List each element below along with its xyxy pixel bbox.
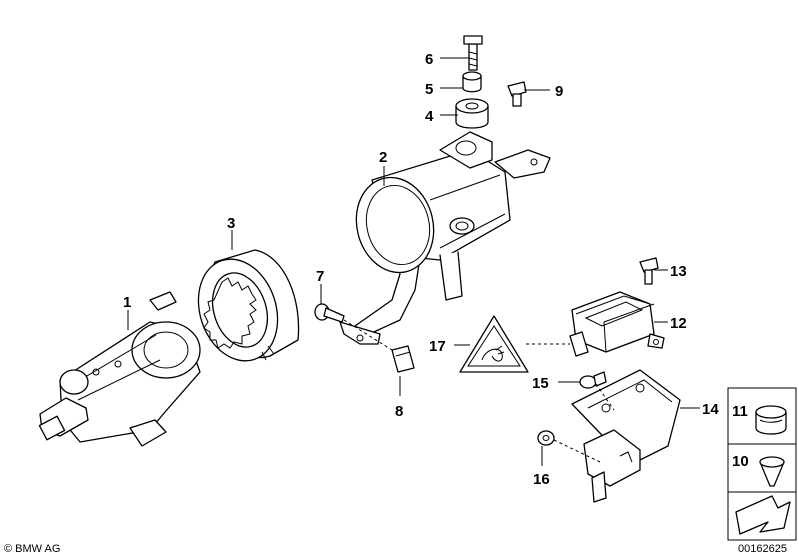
callout-15: 15 [532,375,549,392]
part-5-spacer-sleeve[interactable] [462,71,482,93]
part-8-clip-nut[interactable] [391,345,415,373]
copyright-text: © BMW AG [4,543,60,555]
callout-7: 7 [316,268,324,285]
part-15-screw[interactable] [579,371,607,389]
callout-4: 4 [425,108,434,125]
part-9-screw[interactable] [507,81,527,107]
part-16-nut[interactable] [537,430,555,446]
callout-14: 14 [702,401,719,418]
callout-1: 1 [123,294,131,311]
part-4-grommet[interactable] [455,98,489,129]
part-2-bracket-housing[interactable] [339,131,551,345]
callout-6: 6 [425,51,433,68]
arrow-icon [735,495,791,535]
part-12-sensor[interactable] [569,291,665,357]
diagram-number: 00162625 [738,543,787,555]
part-1-electric-motor[interactable] [38,291,201,447]
callout-5: 5 [425,81,433,98]
side-box-part-11[interactable]: 11 [727,387,797,445]
callout-16: 16 [533,471,550,488]
callout-10: 10 [732,453,749,470]
side-box-arrow [727,491,797,541]
callout-17: 17 [429,338,446,355]
callout-3: 3 [227,215,235,232]
part-13-bolt[interactable] [639,257,659,285]
callout-13: 13 [670,263,687,280]
callout-2: 2 [379,149,387,166]
part-6-bolt[interactable] [463,35,483,71]
part-7-screw[interactable] [314,303,345,323]
callout-9: 9 [555,83,563,100]
part-17-warning-label[interactable] [459,315,529,373]
callout-11: 11 [732,403,748,420]
leader-lines [127,57,700,466]
part-14-mounting-bracket[interactable] [571,369,681,503]
assembly-lines [343,319,615,463]
part-3-ring-gear[interactable] [186,249,300,371]
callout-12: 12 [670,315,687,332]
footer: © BMW AG 00162625 [4,543,787,555]
side-box-part-10[interactable]: 10 [727,443,797,493]
callout-labels: 1 2 3 4 5 6 7 8 9 12 13 14 15 16 17 [123,51,719,488]
callout-8: 8 [395,403,403,420]
